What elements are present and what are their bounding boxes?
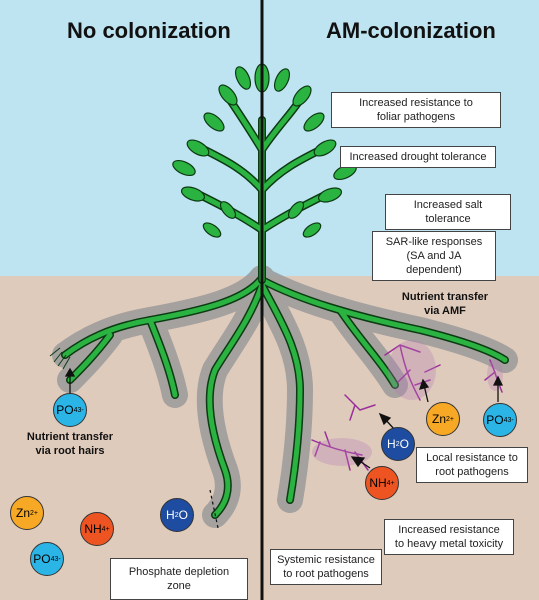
heading-no-colonization: No colonization (67, 18, 231, 43)
local-resistance-box: Local resistance to root pathogens (416, 447, 528, 483)
heavy-metal-box: Increased resistance to heavy metal toxi… (384, 519, 514, 555)
salt-tolerance-box: Increased salt tolerance (385, 194, 511, 230)
local-line-2: root pathogens (435, 466, 509, 478)
nutrient-arrows (64, 367, 504, 469)
drought-tolerance-box: Increased drought tolerance (340, 146, 496, 168)
phosphate-zone-pointer (209, 489, 219, 529)
leaves (172, 63, 357, 238)
foliar-resistance-box: Increased resistance to foliar pathogens (331, 92, 501, 128)
heavy-metal-line-1: Increased resistance (398, 524, 500, 536)
amf-transfer-line-1: Nutrient transfer (401, 291, 489, 303)
po4-base: PO (33, 552, 51, 566)
po4-base: PO (486, 413, 504, 427)
nh4-sub: 4 (386, 479, 391, 487)
root-hairs (49, 347, 71, 370)
po4-sub: 4 (50, 555, 55, 563)
nh4-base: NH (84, 522, 102, 536)
po4-sub: 4 (503, 416, 508, 424)
po4-sup: 3- (54, 555, 61, 563)
zn-base: Zn (432, 412, 447, 426)
zn-sup: 2+ (30, 509, 38, 517)
h2o-base: H (387, 437, 396, 451)
foliar-line-2: foliar pathogens (376, 111, 456, 123)
amf-transfer-line-2: via AMF (424, 305, 466, 317)
h2o-base: H (166, 508, 175, 522)
h2o-sub: 2 (174, 511, 179, 519)
h2o-sub: 2 (395, 440, 400, 448)
phosphate-depletion-box: Phosphate depletion zone (110, 558, 248, 600)
root-hair-transfer-label: Nutrient transfer via root hairs (14, 430, 126, 458)
po4-base: PO (56, 403, 74, 417)
amf-transfer-label: Nutrient transfer via AMF (393, 290, 497, 318)
foliar-line-1: Increased resistance to (359, 97, 473, 109)
nh4-sub: 4 (101, 525, 106, 533)
root-hair-line-1: Nutrient transfer (26, 431, 114, 443)
h2o-tail: O (399, 437, 409, 451)
nh4-base: NH (369, 476, 387, 490)
h2o-tail: O (178, 508, 188, 522)
roots (61, 246, 509, 519)
nh4-sup: + (105, 525, 110, 533)
zn-sup: 2+ (446, 415, 454, 423)
sar-line-2: (SA and JA dependent) (406, 250, 462, 276)
zn-base: Zn (16, 506, 31, 520)
local-line-1: Local resistance to (426, 452, 518, 464)
sar-line-1: SAR-like responses (385, 236, 483, 248)
heading-am-colonization: AM-colonization (326, 18, 496, 43)
nh4-sup: + (390, 479, 395, 487)
heavy-metal-line-2: to heavy metal toxicity (394, 538, 504, 550)
po4-sup: 3- (77, 406, 84, 414)
amf-hyphae (311, 344, 503, 471)
sar-responses-box: SAR-like responses (SA and JA dependent) (372, 231, 496, 281)
po4-sup: 3- (507, 416, 514, 424)
root-hair-line-2: via root hairs (35, 445, 105, 457)
systemic-resistance-box: Systemic resistance to root pathogens (270, 549, 382, 585)
systemic-line-1: Systemic resistance (277, 554, 375, 566)
po4-sub: 4 (73, 406, 78, 414)
systemic-line-2: to root pathogens (283, 568, 369, 580)
